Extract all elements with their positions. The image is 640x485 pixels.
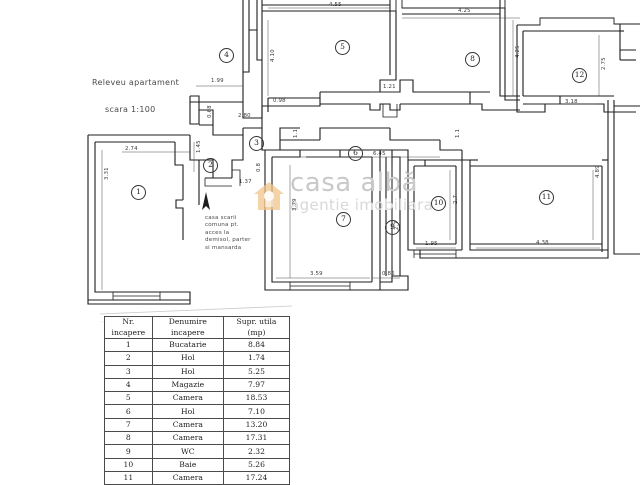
header-area: Supr. utila (mp): [222, 316, 291, 339]
dimension-label: 1.21: [383, 84, 396, 90]
dimension-label: 4.55: [329, 2, 342, 8]
dimension-label: 1.45: [196, 140, 202, 153]
cell-nr: 9: [104, 444, 153, 459]
cell-area: 8.84: [222, 337, 291, 353]
dimension-label: 2.7: [453, 194, 459, 204]
cell-area: 2.32: [222, 444, 291, 459]
dimension-label: 4.10: [270, 49, 276, 62]
table-header-row: Nr. incapere Denumire incapere Supr. uti…: [104, 316, 291, 339]
dimension-label: 1.99: [211, 78, 224, 84]
dimension-label: 1.37: [239, 179, 252, 185]
room-number-7: 7: [336, 212, 351, 227]
cell-nr: 8: [104, 431, 153, 446]
cell-name: WC: [151, 444, 224, 459]
dimension-label: 1.1: [455, 128, 461, 138]
cell-nr: 7: [104, 417, 153, 433]
room-number-2: 2: [203, 158, 218, 173]
dimension-label: 4.89: [595, 165, 601, 178]
dimension-label: 3.31: [104, 167, 110, 180]
dimension-label: 0.98: [273, 98, 286, 104]
dimension-label: 4.38: [536, 240, 549, 246]
dimension-label: 0.86: [382, 271, 395, 277]
cell-name: Hol: [151, 404, 224, 419]
cell-name: Magazie: [151, 377, 224, 393]
cell-nr: 3: [104, 364, 153, 379]
room-number-10: 10: [431, 196, 446, 211]
stairwell-note: casa scarii comuna pt. acces la demisol,…: [205, 215, 251, 251]
cell-nr: 10: [104, 457, 153, 472]
room-number-4: 4: [219, 48, 234, 63]
cell-area: 7.10: [222, 404, 291, 419]
plan-scale: scara 1:100: [105, 105, 156, 114]
cell-name: Hol: [151, 351, 224, 366]
dimension-label: 0.68: [207, 105, 213, 118]
dimension-label: 3.18: [565, 99, 578, 105]
plan-title: Releveu apartament: [92, 78, 180, 87]
dimension-label: 1.1: [293, 128, 299, 138]
cell-name: Hol: [151, 364, 224, 379]
cell-area: 5.26: [222, 457, 291, 472]
cell-nr: 6: [104, 404, 153, 419]
room-number-1: 1: [131, 185, 146, 200]
dimension-label: 4.25: [515, 45, 521, 58]
dimension-label: 3.79: [292, 198, 298, 211]
cell-area: 17.24: [222, 470, 291, 485]
header-name: Denumire incapere: [151, 316, 224, 339]
cell-nr: 11: [104, 470, 153, 485]
room-number-12: 12: [572, 68, 587, 83]
north-arrow-icon: [202, 192, 210, 210]
cell-nr: 4: [104, 377, 153, 393]
cell-area: 17.31: [222, 431, 291, 446]
cell-area: 5.25: [222, 364, 291, 379]
cell-name: Camera: [151, 417, 224, 433]
dimension-label: 1.95: [425, 241, 438, 247]
cell-name: Camera: [151, 470, 224, 485]
cell-nr: 1: [104, 337, 153, 353]
cell-name: Camera: [151, 431, 224, 446]
dimension-label: 4.25: [458, 8, 471, 14]
dimension-label: 2.75: [601, 57, 607, 70]
cell-area: 7.97: [222, 377, 291, 393]
room-number-9: 9: [385, 220, 400, 235]
cell-name: Camera: [151, 391, 224, 406]
dimension-label: 2.74: [125, 146, 138, 152]
cell-area: 18.53: [222, 391, 291, 406]
dimension-label: 2.80: [238, 113, 251, 119]
cell-name: Bucatarie: [151, 337, 224, 353]
room-schedule-table: Nr. incapere Denumire incapere Supr. uti…: [104, 316, 291, 485]
room-number-3: 3: [249, 136, 264, 151]
cell-nr: 5: [104, 391, 153, 406]
cell-area: 1.74: [222, 351, 291, 366]
dimension-label: 6.45: [373, 151, 386, 157]
room-number-5: 5: [335, 40, 350, 55]
room-number-11: 11: [539, 190, 554, 205]
dimension-label: 3.59: [310, 271, 323, 277]
cell-nr: 2: [104, 351, 153, 366]
room-number-6: 6: [348, 146, 363, 161]
cell-area: 13.20: [222, 417, 291, 433]
room-number-8: 8: [465, 52, 480, 67]
header-nr: Nr. incapere: [104, 316, 153, 339]
cell-name: Baie: [151, 457, 224, 472]
dimension-label: 0.8: [256, 162, 262, 172]
